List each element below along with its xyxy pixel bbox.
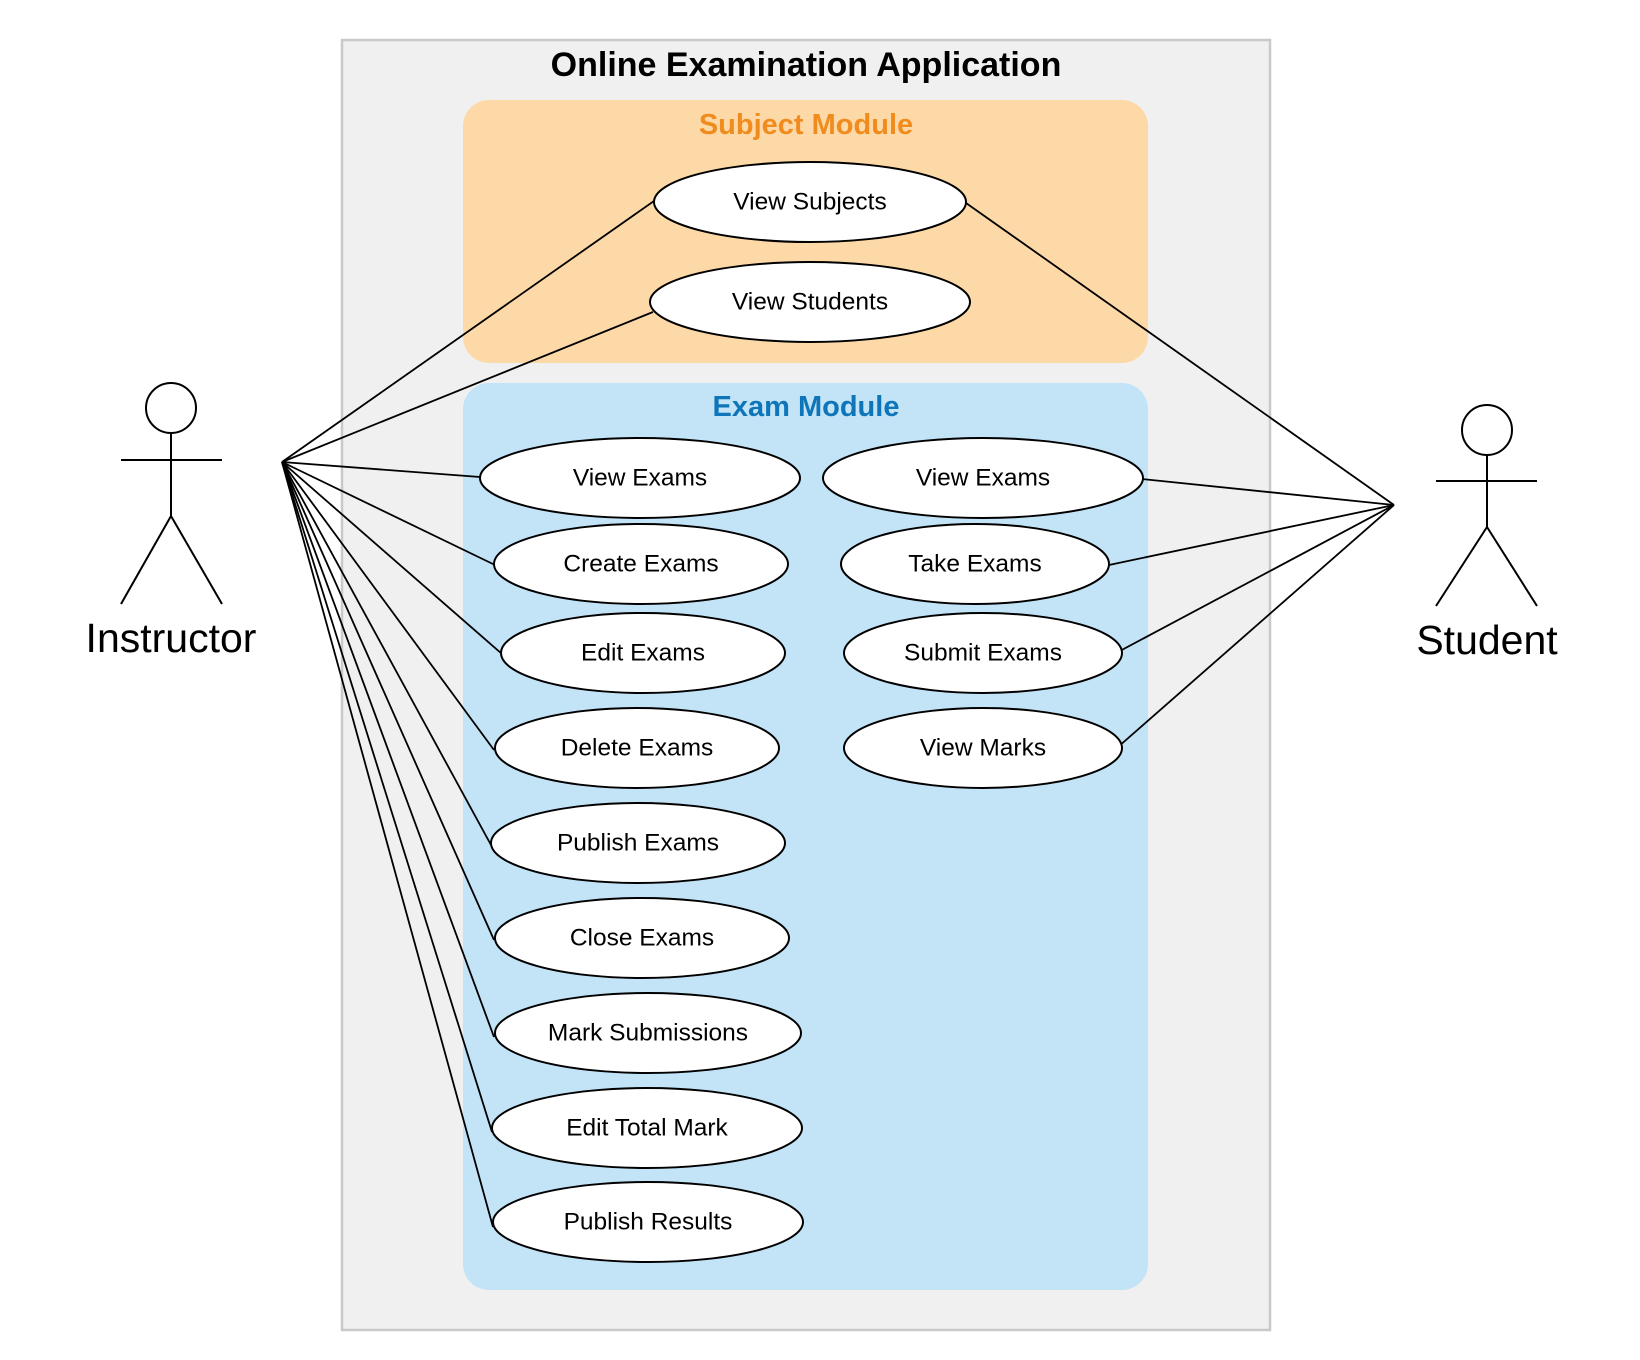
use-case-ellipse <box>494 897 790 979</box>
association-lines <box>281 200 1395 1228</box>
use-case-ellipse <box>494 707 780 789</box>
use-case-submit-exams[interactable]: Submit Exams <box>843 612 1123 694</box>
use-case-label: Mark Submissions <box>548 1020 748 1047</box>
use-case-ellipse <box>492 1181 804 1263</box>
use-case-ellipse <box>490 802 786 884</box>
assoc-instructor-edit-exams <box>281 461 503 655</box>
use-case-ellipse <box>494 992 802 1074</box>
use-case-label: Close Exams <box>570 925 714 952</box>
use-case-ellipse <box>822 437 1144 519</box>
use-case-ellipse <box>493 523 789 605</box>
use-case-take-exams[interactable]: Take Exams <box>840 523 1110 605</box>
use-case-label: Submit Exams <box>904 640 1062 667</box>
actor-instructor-label: Instructor <box>86 615 257 661</box>
use-case-view-students[interactable]: View Students <box>649 261 971 343</box>
assoc-student-take-exams <box>1108 504 1395 566</box>
use-case-view-subjects[interactable]: View Subjects <box>653 161 967 243</box>
exam-module-title: Exam Module <box>713 391 900 423</box>
use-case-label: Publish Exams <box>557 830 719 857</box>
assoc-instructor-view-subjects <box>281 200 655 463</box>
actor-head <box>145 382 197 434</box>
assoc-student-submit-exams <box>1117 504 1395 653</box>
use-case-label: Delete Exams <box>561 735 714 762</box>
system-title: Online Examination Application <box>551 46 1062 84</box>
actor-leg-left <box>120 515 172 605</box>
use-case-label: Create Exams <box>563 551 718 578</box>
assoc-instructor-create-exams <box>281 461 496 566</box>
use-case-label: View Students <box>732 289 888 316</box>
use-case-ellipse <box>491 1087 803 1169</box>
actor-leg-left <box>1435 526 1488 607</box>
subject-module-title: Subject Module <box>699 109 913 141</box>
use-case-label: Edit Total Mark <box>566 1115 728 1142</box>
use-case-label: View Marks <box>920 735 1046 762</box>
use-case-label: Publish Results <box>564 1209 733 1236</box>
use-case-publish-exams[interactable]: Publish Exams <box>490 802 786 884</box>
assoc-instructor-publish-exams <box>281 461 492 846</box>
use-case-view-marks[interactable]: View Marks <box>843 707 1123 789</box>
assoc-instructor-close-exams <box>281 461 495 941</box>
actor-leg-right <box>170 515 223 605</box>
use-case-delete-exams[interactable]: Delete Exams <box>494 707 780 789</box>
use-case-ellipse <box>840 523 1110 605</box>
use-case-mark-submissions[interactable]: Mark Submissions <box>494 992 802 1074</box>
use-case-ellipse <box>653 161 967 243</box>
assoc-instructor-delete-exams <box>281 461 495 751</box>
use-case-label: Edit Exams <box>581 640 705 667</box>
use-case-ellipse <box>479 437 801 519</box>
use-case-ellipse <box>500 612 786 694</box>
actor-student[interactable]: Student <box>1416 404 1558 663</box>
use-case-close-exams[interactable]: Close Exams <box>494 897 790 979</box>
actor-leg-right <box>1486 526 1538 607</box>
use-case-label: View Exams <box>916 465 1050 492</box>
actor-head <box>1461 404 1513 456</box>
use-case-publish-results[interactable]: Publish Results <box>492 1181 804 1263</box>
use-case-ellipse <box>843 707 1123 789</box>
use-case-ellipse <box>649 261 971 343</box>
use-case-label: View Subjects <box>733 189 886 216</box>
use-case-ellipse <box>843 612 1123 694</box>
assoc-instructor-edit-total-mark <box>281 461 493 1133</box>
use-case-student-view-exams[interactable]: View Exams <box>822 437 1144 519</box>
actor-instructor[interactable]: Instructor <box>86 382 257 661</box>
use-case-label: View Exams <box>573 465 707 492</box>
assoc-instructor-publish-results <box>281 461 494 1228</box>
assoc-student-view-marks <box>1117 504 1395 748</box>
assoc-instructor-mark-submissions <box>281 461 495 1038</box>
use-case-create-exams[interactable]: Create Exams <box>493 523 789 605</box>
use-case-edit-exams[interactable]: Edit Exams <box>500 612 786 694</box>
actor-student-label: Student <box>1416 617 1558 663</box>
use-case-instructor-view-exams[interactable]: View Exams <box>479 437 801 519</box>
assoc-instructor-view-students <box>281 311 654 463</box>
assoc-instructor-view-exams <box>281 461 481 478</box>
assoc-student-view-subjects <box>965 202 1395 506</box>
assoc-student-view-exams <box>1141 478 1395 506</box>
use-case-label: Take Exams <box>908 551 1041 578</box>
use-case-edit-total-mark[interactable]: Edit Total Mark <box>491 1087 803 1169</box>
